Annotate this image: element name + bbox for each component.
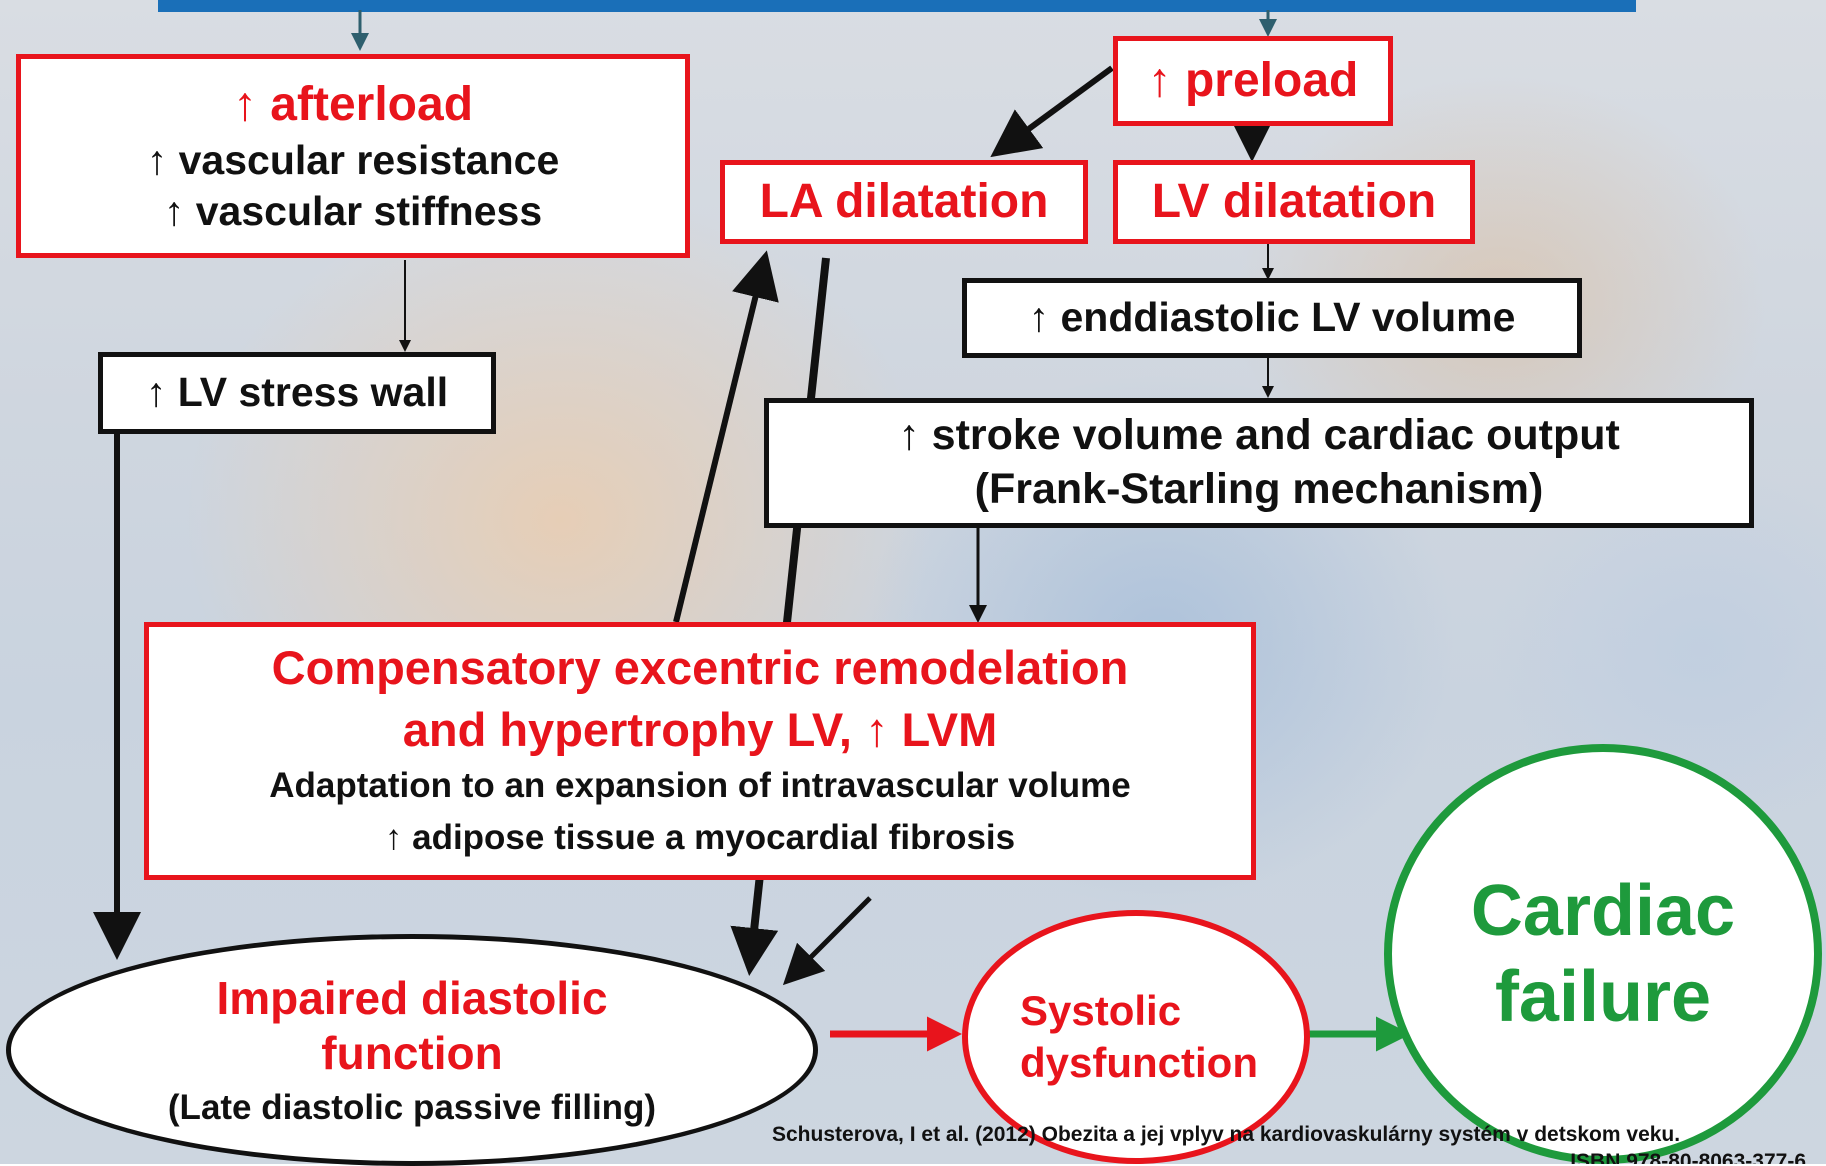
preload-box: ↑ preload: [1113, 36, 1393, 126]
citation-line-2: ISBN 978-80-8063-377-6: [1570, 1150, 1806, 1164]
remodelation-title-2: and hypertrophy LV, ↑ LVM: [403, 699, 998, 760]
frank-starling-label: (Frank-Starling mechanism): [975, 463, 1544, 517]
systolic-line-1: Systolic: [1020, 985, 1181, 1038]
la-dilatation-box: LA dilatation: [720, 160, 1088, 244]
la-dilatation-label: LA dilatation: [760, 172, 1049, 232]
vascular-stiffness-label: ↑ vascular stiffness: [164, 186, 542, 237]
arrow-remodelation-to-la: [676, 262, 764, 622]
enddiastolic-volume-box: ↑ enddiastolic LV volume: [962, 278, 1582, 358]
impaired-subtitle: (Late diastolic passive filling): [168, 1087, 656, 1129]
cardiac-line-2: failure: [1495, 954, 1711, 1040]
arrow-remodelation-to-impaired: [790, 898, 870, 978]
cardiac-failure-circle: Cardiac failure: [1384, 744, 1822, 1164]
lv-dilatation-label: LV dilatation: [1152, 172, 1436, 232]
adaptation-label: Adaptation to an expansion of intravascu…: [269, 760, 1131, 813]
impaired-title-1: Impaired diastolic: [216, 971, 607, 1026]
stroke-volume-label: ↑ stroke volume and cardiac output: [898, 409, 1620, 463]
preload-label: ↑ preload: [1148, 51, 1359, 111]
enddiastolic-volume-label: ↑ enddiastolic LV volume: [1029, 292, 1516, 343]
impaired-title-2: function: [321, 1026, 502, 1081]
remodelation-title-1: Compensatory excentric remodelation: [272, 637, 1129, 698]
afterload-box: ↑ afterload ↑ vascular resistance ↑ vasc…: [16, 54, 690, 258]
remodelation-box: Compensatory excentric remodelation and …: [144, 622, 1256, 880]
citation-line-1: Schusterova, I et al. (2012) Obezita a j…: [772, 1123, 1680, 1147]
cardiac-line-1: Cardiac: [1471, 868, 1735, 954]
lv-dilatation-box: LV dilatation: [1113, 160, 1475, 244]
systolic-line-2: dysfunction: [1020, 1037, 1258, 1090]
arrow-preload-to-la: [1000, 68, 1112, 150]
lv-stress-wall-box: ↑ LV stress wall: [98, 352, 496, 434]
afterload-title: ↑ afterload: [233, 75, 473, 135]
vascular-resistance-label: ↑ vascular resistance: [147, 135, 560, 186]
adipose-label: ↑ adipose tissue a myocardial fibrosis: [385, 812, 1015, 865]
stroke-volume-box: ↑ stroke volume and cardiac output (Fran…: [764, 398, 1754, 528]
lv-stress-wall-label: ↑ LV stress wall: [146, 367, 448, 418]
impaired-diastolic-ellipse: Impaired diastolic function (Late diasto…: [6, 934, 818, 1166]
